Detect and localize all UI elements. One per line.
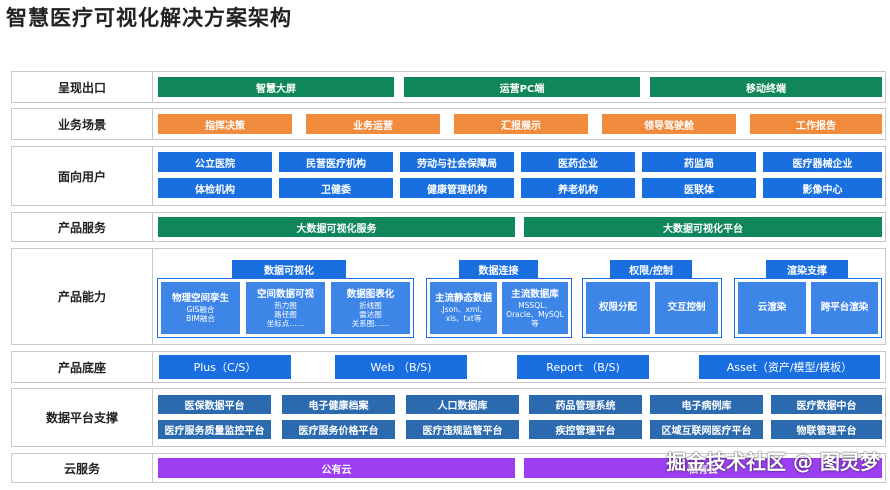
capability-cell: 交互控制 — [655, 282, 718, 334]
user-item: 医联体 — [642, 178, 756, 198]
capability-group-connection: 主流静态数据 .Json、xml、 xls、txt等 主流数据库 MSSQL、 … — [426, 278, 572, 338]
row-service: 产品服务 大数据可视化服务 大数据可视化平台 — [11, 212, 886, 242]
user-item: 影像中心 — [763, 178, 882, 198]
capability-group-visualization: 物理空间孪生 GIS融合 BIM融合 空间数据可视 热力图 路径图 坐标点…… … — [157, 278, 414, 338]
capability-group-permission: 权限分配 交互控制 — [582, 278, 722, 338]
capability-group-render: 云渲染 跨平台渲染 — [734, 278, 882, 338]
row-cloud: 云服务 公有云 私有云 — [11, 453, 886, 483]
cell-sub: 等 — [531, 318, 539, 328]
scene-item: 业务运营 — [306, 114, 440, 134]
row-base: 产品底座 Plus（C/S） Web （B/S) Report （B/S) As… — [11, 351, 886, 383]
platform-item: 医疗数据中台 — [771, 395, 882, 414]
capability-cell: 物理空间孪生 GIS融合 BIM融合 — [161, 282, 240, 334]
cell-sub: 折线图 — [359, 300, 382, 310]
scene-item: 工作报告 — [750, 114, 882, 134]
row-label: 呈现出口 — [12, 72, 153, 102]
cell-title: 物理空间孪生 — [171, 293, 229, 304]
cell-title: 空间数据可视 — [256, 288, 314, 300]
row-label: 面向用户 — [12, 147, 153, 205]
user-item: 体检机构 — [158, 178, 272, 198]
output-big-screen: 智慧大屏 — [158, 77, 394, 97]
cell-title: 数据图表化 — [346, 288, 395, 300]
capability-cell: 主流静态数据 .Json、xml、 xls、txt等 — [430, 282, 497, 334]
row-label: 产品服务 — [12, 213, 153, 241]
capability-cell: 主流数据库 MSSQL、 Oracle、MySQL 等 — [502, 282, 568, 334]
cell-title: 云渲染 — [757, 302, 787, 313]
cell-sub: xls、txt等 — [445, 314, 482, 323]
cloud-private: 私有云 — [524, 458, 882, 478]
platform-item: 医疗违规监管平台 — [406, 420, 519, 439]
group-heading: 权限/控制 — [610, 260, 692, 279]
platform-item: 药品管理系统 — [529, 395, 642, 414]
watermark-text: 掘金技术社区 @ 图灵梦 — [666, 450, 880, 474]
row-label: 数据平台支撑 — [12, 389, 153, 446]
platform-item: 人口数据库 — [406, 395, 519, 414]
row-label: 云服务 — [12, 454, 153, 482]
cell-title: 主流数据库 — [511, 288, 559, 300]
cell-title: 跨平台渲染 — [820, 302, 869, 313]
cell-title: 交互控制 — [667, 302, 706, 313]
service-item: 大数据可视化平台 — [524, 217, 882, 237]
base-item: Report （B/S) — [517, 355, 649, 379]
capability-cell: 空间数据可视 热力图 路径图 坐标点…… — [246, 282, 325, 334]
output-pc: 运营PC端 — [404, 77, 640, 97]
cell-sub: MSSQL、 — [518, 300, 552, 310]
row-output: 呈现出口 智慧大屏 运营PC端 移动终端 — [11, 71, 886, 103]
user-item: 医药企业 — [521, 152, 635, 172]
platform-item: 区域互联网医疗平台 — [650, 420, 763, 439]
cloud-public: 公有云 — [158, 458, 515, 478]
cell-sub: 坐标点…… — [266, 318, 305, 328]
scene-item: 领导驾驶舱 — [602, 114, 736, 134]
cell-sub: 热力图 — [274, 300, 297, 310]
row-label: 业务场景 — [12, 109, 153, 139]
platform-item: 医保数据平台 — [158, 395, 271, 414]
platform-item: 医疗服务价格平台 — [282, 420, 395, 439]
base-item: Asset（资产/模型/模板） — [699, 355, 880, 379]
row-capability: 产品能力 物理空间孪生 GIS融合 BIM融合 空间数据可视 热力图 路径图 坐… — [11, 248, 886, 345]
user-item: 药监局 — [642, 152, 756, 172]
user-item: 医疗器械企业 — [763, 152, 882, 172]
service-item: 大数据可视化服务 — [158, 217, 515, 237]
scene-item: 汇报展示 — [454, 114, 588, 134]
cell-sub: 路径图 — [274, 309, 297, 319]
platform-item: 疾控管理平台 — [529, 420, 642, 439]
cell-sub: 雷达图 — [359, 309, 382, 319]
cell-title: 权限分配 — [598, 302, 637, 313]
base-item: Plus（C/S） — [159, 355, 291, 379]
cell-sub: BIM融合 — [186, 314, 215, 323]
page-title: 智慧医疗可视化解决方案架构 — [6, 6, 292, 30]
capability-cell: 跨平台渲染 — [811, 282, 878, 334]
platform-item: 医疗服务质量监控平台 — [158, 420, 271, 439]
capability-cell: 数据图表化 折线图 雷达图 关系图…… — [331, 282, 410, 334]
platform-item: 物联管理平台 — [771, 420, 882, 439]
user-item: 公立医院 — [158, 152, 272, 172]
group-heading: 数据可视化 — [232, 260, 346, 279]
cell-sub: Oracle、MySQL — [506, 309, 564, 319]
cell-sub: GIS融合 — [186, 305, 215, 314]
cell-sub: 关系图…… — [351, 318, 390, 328]
user-item: 劳动与社会保障局 — [400, 152, 514, 172]
capability-cell: 云渲染 — [738, 282, 806, 334]
output-mobile: 移动终端 — [650, 77, 882, 97]
group-heading: 数据连接 — [459, 260, 538, 279]
cell-sub: .Json、xml、 — [440, 305, 487, 314]
scene-item: 指挥决策 — [158, 114, 292, 134]
row-label: 产品底座 — [12, 352, 153, 382]
row-data-platform: 数据平台支撑 医保数据平台 电子健康档案 人口数据库 药品管理系统 电子病例库 … — [11, 388, 886, 447]
group-heading: 渲染支撑 — [766, 260, 848, 279]
platform-item: 电子病例库 — [650, 395, 763, 414]
capability-cell: 权限分配 — [586, 282, 650, 334]
row-label: 产品能力 — [12, 249, 153, 344]
user-item: 民营医疗机构 — [279, 152, 393, 172]
row-scenes: 业务场景 指挥决策 业务运营 汇报展示 领导驾驶舱 工作报告 — [11, 108, 886, 140]
user-item: 养老机构 — [521, 178, 635, 198]
user-item: 健康管理机构 — [400, 178, 514, 198]
base-item: Web （B/S) — [335, 355, 467, 379]
user-item: 卫健委 — [279, 178, 393, 198]
row-users: 面向用户 公立医院 民营医疗机构 劳动与社会保障局 医药企业 药监局 医疗器械企… — [11, 146, 886, 206]
cell-title: 主流静态数据 — [434, 293, 492, 304]
platform-item: 电子健康档案 — [282, 395, 395, 414]
